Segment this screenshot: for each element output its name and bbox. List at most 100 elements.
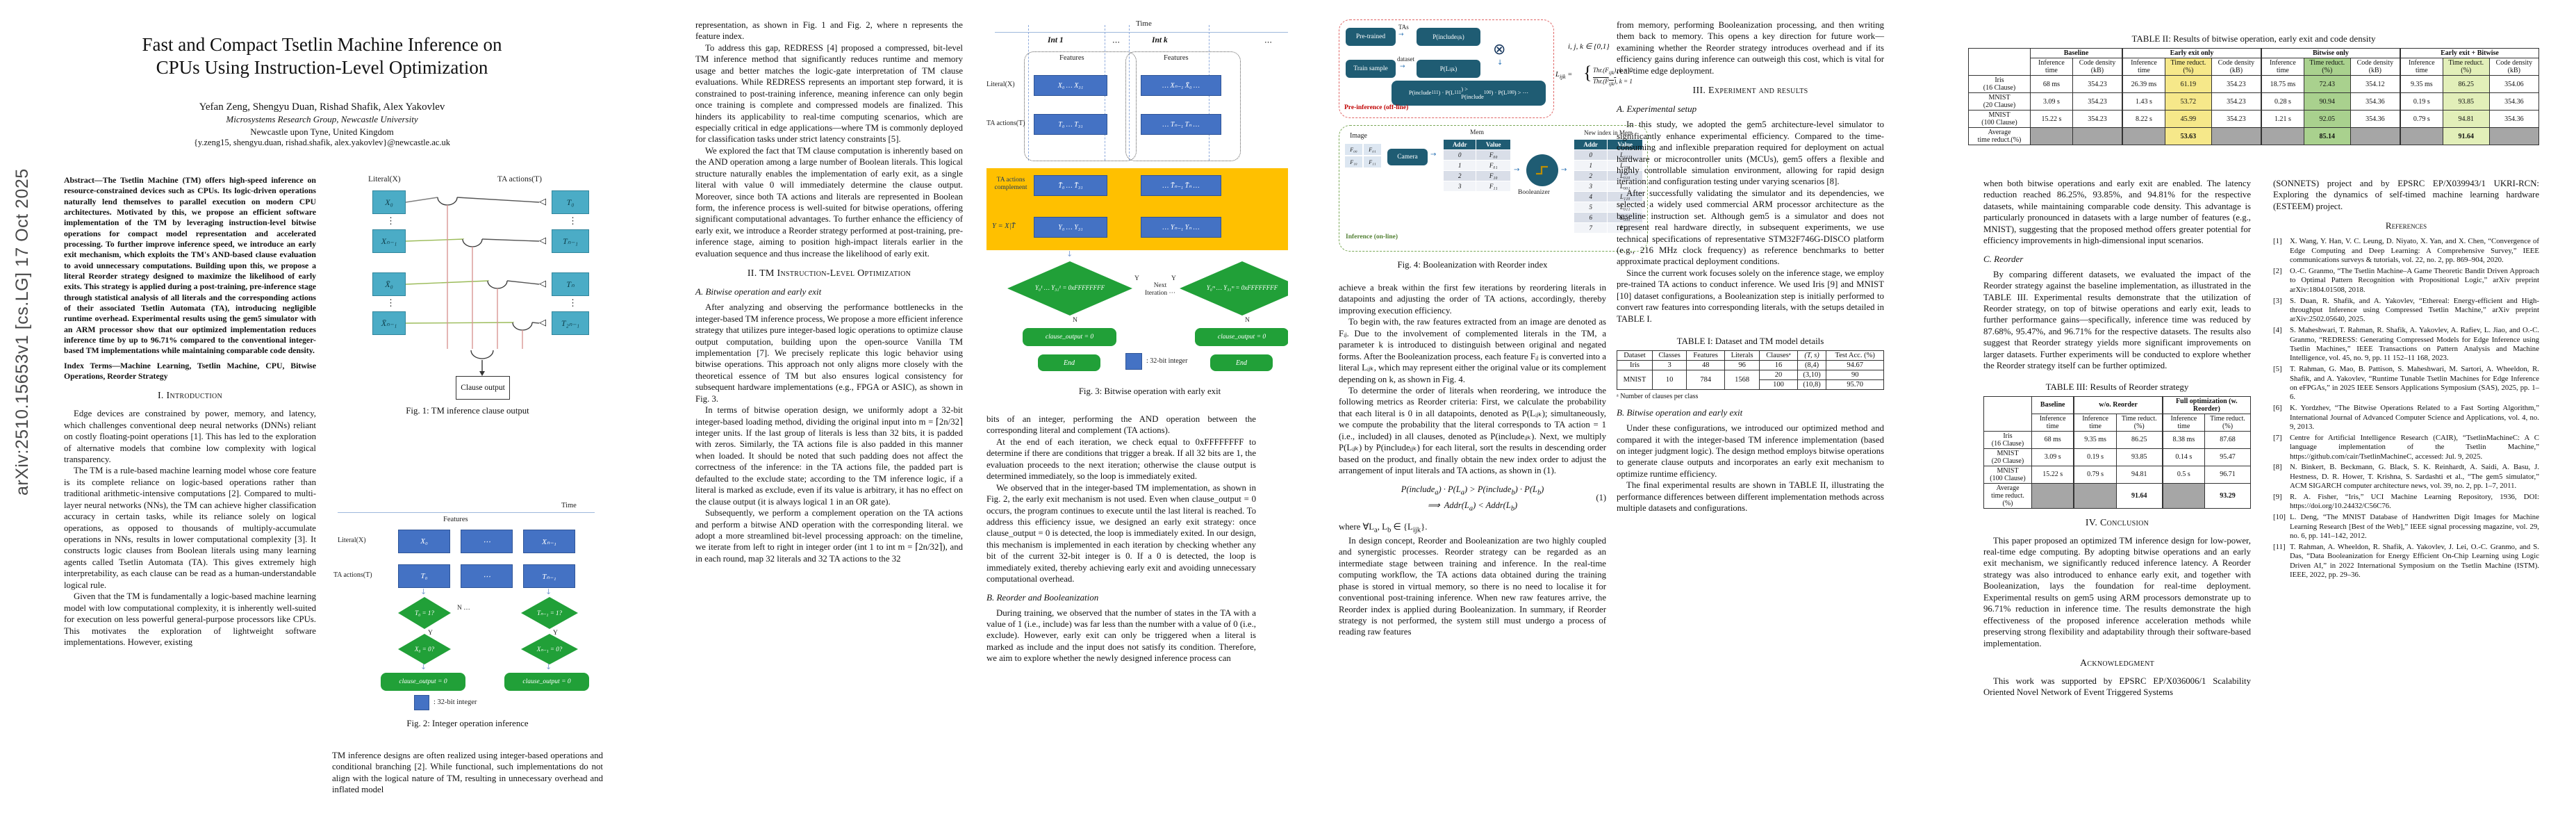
table-row: MNIST(100 Clause) 15.22 s 0.79 s 94.81 0… (1983, 465, 2251, 484)
page-2: representation, as shown in Fig. 1 and F… (644, 0, 1306, 834)
paragraph: In terms of bitwise operation design, we… (695, 405, 963, 507)
cell: 0 (1573, 149, 1608, 161)
col-header: Code density (kB) (2072, 58, 2123, 76)
cell: 354.23 (2211, 110, 2262, 128)
cell: MNIST (1617, 370, 1653, 391)
fig4-image-grid: F₀₀ F₀₁ F₁₀ F₁₁ (1344, 143, 1382, 168)
fig4-train-box: Train sample (1346, 60, 1396, 78)
table-row: MNIST(100 Clause) 15.22 s 354.23 8.22 s … (1968, 110, 2540, 128)
paragraph: Since the current work focuses solely on… (1617, 268, 1884, 324)
page-1: arXiv:2510.15653v1 [cs.LG] 17 Oct 2025 F… (0, 0, 644, 834)
col-header: Test Acc. (%) (1826, 350, 1884, 361)
paragraph: Under these configurations, we introduce… (1617, 423, 1884, 479)
cell: 72.43 (2303, 75, 2351, 93)
fig2-box: Xₙ₋₁ (523, 530, 575, 553)
fig2-diamond: Tₙ₋₁ = 1? (521, 597, 578, 629)
paragraph: This work was supported by EPSRC EP/X036… (1983, 676, 2251, 698)
paragraph: To determine the order of literals when … (1339, 385, 1606, 475)
paragraph: We observed that in the integer-based TM… (986, 482, 1256, 584)
feature-group-outline (1024, 51, 1137, 161)
cell: 354.23 (2211, 92, 2262, 111)
timeline (338, 512, 595, 513)
col-header: Time reduct. (%) (2164, 58, 2212, 76)
reference-number: [7] (2273, 433, 2282, 442)
cell: 3 (1651, 360, 1687, 371)
cell: 7 (1573, 222, 1608, 234)
not-gate-icon: ◁ (539, 278, 546, 288)
authors: Yefan Zeng, Shengyu Duan, Rishad Shafik,… (199, 101, 445, 113)
fig3-time-label: Time (1136, 19, 1152, 28)
cell: 93.85 (2442, 92, 2490, 111)
fig1-box-t2n: T₂ₙ₋₁ (552, 311, 589, 335)
arrow-right-icon: → (1400, 63, 1405, 70)
fig2-box: Tₙ₋₁ (523, 564, 575, 588)
table-1-block: TABLE I: Dataset and TM model details Da… (1617, 336, 1884, 400)
affiliation-2: Newcastle upon Tyne, United Kingdom (250, 126, 394, 137)
p1-col2: Literal(X) TA actions(T) X₀ ⋮ Xₙ₋₁ X̄₀ ⋮… (332, 175, 603, 796)
cell: 68 ms (2031, 430, 2074, 449)
cell: F₁₁ (1476, 181, 1511, 192)
fig2-box: T₀ (398, 564, 450, 588)
cell: 86.25 (2442, 75, 2490, 93)
fig3-box: … Xₙ₋₁ X̄₀ … (1141, 75, 1221, 96)
cell: Addr (1442, 139, 1477, 150)
abstract: Abstract—The Tsetlin Machine (TM) offers… (64, 175, 316, 356)
cell: 2 (1573, 170, 1608, 181)
cell: 6 (1573, 212, 1608, 223)
fig2-diamond: X₀ = 0? (398, 634, 451, 664)
arrow-down-icon: ↓ (1497, 59, 1503, 67)
cell: 354.12 (2350, 75, 2401, 93)
cell: 354.23 (2072, 92, 2123, 111)
fig2-box: X₀ (398, 530, 450, 553)
reference-list: [1]X. Wang, Y. Han, V. C. Leung, D. Niya… (2273, 237, 2539, 580)
table-row: Iris(16 Clause) 68 ms 354.23 26.39 ms 61… (1968, 75, 2540, 93)
table-2: Baseline Early exit only Bitwise only Ea… (1968, 48, 2540, 145)
fig3-box: … Tₙ₋₁ Tₙ … (1141, 114, 1221, 135)
fig1-ta-label: TA actions(T) (497, 175, 542, 183)
divider (1129, 25, 1130, 161)
reference-item: [7]Centre for Artificial Intelligence Re… (2273, 434, 2539, 461)
fig2-diamond: T₀ = 1? (398, 597, 451, 629)
heading-2a: A. Bitwise operation and early exit (695, 286, 822, 297)
heading-acknowledgment: Acknowledgment (2079, 657, 2155, 669)
group-header: Early exit only (2122, 48, 2262, 58)
cell: 1.43 s (2122, 92, 2165, 111)
reference-item: [6]K. Yordzhev, “The Bitwise Operations … (2273, 404, 2539, 432)
dots: ⋮ (568, 297, 577, 308)
cell: L₀₀₀ (1607, 212, 1643, 223)
fig1-caption: Fig. 1: TM inference clause output (406, 406, 529, 416)
branch-label-n: N (1245, 317, 1250, 324)
clause-output-box: clause_output = 0 (381, 673, 465, 691)
cell: Addr (1573, 139, 1608, 150)
clause-output-box: clause_output = 0 (504, 673, 589, 691)
pixel-cell: F₁₀ (1344, 156, 1363, 168)
arxiv-stamp: arXiv:2510.15653v1 [cs.LG] 17 Oct 2025 (13, 168, 32, 496)
col-header: Code density (kB) (2350, 58, 2401, 76)
paragraph: During training, we observed that the nu… (986, 607, 1256, 664)
reference-text: R. A. Fisher, “Iris,” UCI Machine Learni… (2290, 493, 2539, 511)
equation-number: (1) (1596, 493, 1606, 503)
reference-item: [10]L. Deng, “The MNIST Database of Hand… (2273, 513, 2539, 541)
paragraph: The TM is a rule-based machine learning … (64, 466, 316, 590)
fig3-literal-label: Literal(X) (986, 81, 1015, 88)
cell: Iris (1617, 360, 1653, 371)
cell: 94.81 (2115, 465, 2163, 484)
timeline (995, 32, 1301, 33)
col-header: Code density (kB) (2488, 58, 2540, 76)
end-box: End (1210, 354, 1273, 371)
reference-number: [9] (2273, 493, 2282, 502)
reference-text: T. Rahman, G. Mao, B. Pattison, S. Mahes… (2290, 365, 2539, 402)
arrow-right-icon: → (1514, 166, 1520, 174)
cell (2030, 127, 2073, 145)
cell: 95.70 (1826, 379, 1884, 391)
fig3-box: T₀ … T₃₁ (1034, 114, 1107, 135)
cell: 20 (1759, 370, 1798, 381)
corner-cell (1968, 48, 2031, 76)
cell: F₀₁ (1476, 160, 1511, 171)
cell: 18.75 ms (2260, 75, 2304, 93)
cell: 0.14 s (2161, 448, 2206, 466)
fig2-box: ⋯ (461, 564, 513, 588)
arrow-down-icon: ↓ (545, 662, 552, 671)
